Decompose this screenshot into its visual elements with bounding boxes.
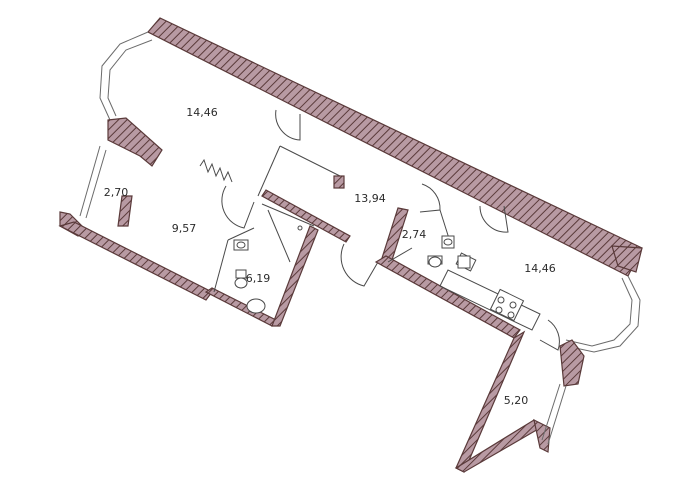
partition-wc-bottom — [387, 247, 413, 263]
partition-bath-mid — [227, 227, 255, 241]
sink-bath — [233, 239, 249, 251]
balcony-window — [547, 385, 567, 445]
room-area-label-7: 14,46 — [524, 262, 556, 275]
door-wc — [419, 183, 441, 213]
room-area-label-6: 2,74 — [402, 228, 427, 241]
partition-shower — [261, 203, 315, 227]
wall-right-end — [611, 245, 643, 273]
door-top — [275, 109, 301, 141]
wall-bathroom-right — [271, 225, 319, 327]
balcony-corner — [533, 418, 551, 453]
partition-hall — [279, 145, 341, 177]
partition-left-room — [117, 195, 133, 227]
wall-corridor-top — [261, 189, 351, 243]
room-area-label-5: 13,94 — [354, 192, 386, 205]
sink-wc-2 — [457, 255, 471, 269]
window-left-small-inner — [85, 149, 107, 219]
room-area-label-3: 9,57 — [172, 222, 197, 235]
bay-window-right — [565, 275, 641, 353]
column — [333, 175, 345, 189]
bay-window-top-left — [99, 31, 149, 121]
door-bath — [221, 185, 255, 229]
room-area-label-2: 2,70 — [104, 186, 129, 199]
wall-mid-bottom — [374, 255, 521, 339]
kitchen-counter — [439, 269, 541, 331]
door-balcony — [539, 319, 560, 351]
bay-window-top-left-inner — [107, 39, 153, 117]
window-left-small — [79, 145, 101, 217]
room-area-label-4: 6,19 — [246, 272, 271, 285]
bay-window-right-inner — [565, 277, 633, 347]
sink-wc — [441, 235, 455, 249]
toilet-bath — [234, 269, 248, 289]
partition-bath-left — [213, 239, 229, 293]
stove — [489, 288, 525, 322]
bathtub — [246, 298, 266, 314]
partition-shower-side — [267, 209, 291, 263]
door-corridor — [340, 243, 379, 287]
door-kitchen — [479, 205, 509, 233]
zigzag-divider — [199, 158, 233, 183]
toilet-wc — [427, 255, 443, 268]
shower-tray — [297, 225, 303, 231]
room-area-label-8: 5,20 — [504, 394, 529, 407]
partition-diag — [257, 145, 281, 197]
room-area-label-1: 14,46 — [186, 106, 218, 119]
balcony-window-inner — [541, 383, 561, 441]
wall-bathroom-bottom — [204, 287, 277, 327]
wall-right-lower — [559, 339, 585, 387]
wall-left-upper — [107, 117, 163, 167]
